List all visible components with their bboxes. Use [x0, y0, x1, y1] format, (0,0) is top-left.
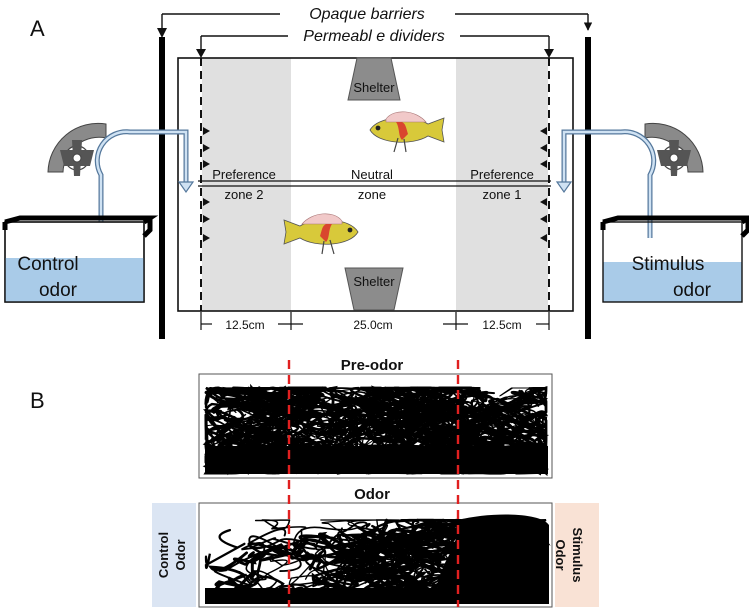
preference-zone-2-area: [202, 58, 291, 311]
dimension-middle: 25.0cm: [353, 318, 392, 332]
zone-1-label-line2: zone 1: [482, 187, 521, 202]
movement-track: [247, 539, 316, 562]
stimulus-odor-water: [603, 262, 742, 302]
panel-a-letter: A: [30, 16, 45, 41]
pre-odor-title: Pre-odor: [341, 357, 404, 374]
pre-odor-dense-band: [205, 446, 548, 474]
movement-track: [320, 519, 400, 538]
zone-2-label-line1: Preference: [212, 167, 276, 182]
inflow-arrows-right: [540, 127, 547, 242]
inflow-arrows-left: [203, 127, 210, 242]
movement-track: [204, 383, 286, 415]
movement-track: [333, 539, 378, 566]
opaque-barriers-bracket: [161, 13, 593, 31]
control-odor-tank-outline: [4, 221, 145, 303]
movement-track: [383, 400, 456, 430]
control-odor-water: [5, 258, 144, 302]
opaque-left-arrowhead: [157, 28, 167, 38]
movement-track: [264, 386, 327, 427]
movement-track: [288, 558, 357, 586]
stimulus-tank-label-line1: Stimulus: [632, 254, 705, 275]
movement-track: [426, 390, 526, 439]
zone-2-label-line2: zone 2: [224, 187, 263, 202]
control-odor-label-box: [152, 503, 196, 607]
movement-track: [387, 522, 447, 563]
odor-dense-region: [436, 514, 549, 604]
movement-track: [438, 394, 541, 424]
movement-track: [213, 528, 287, 588]
movement-track: [365, 519, 420, 549]
movement-track: [472, 401, 548, 435]
shelter-bottom: [344, 267, 404, 311]
movement-track: [465, 392, 550, 450]
stimulus-odor-tank-outline: [602, 221, 743, 303]
odor-dense-band: [205, 588, 548, 604]
odor-title: Odor: [354, 486, 390, 503]
permeable-dividers-label: Permeabl e dividers: [303, 28, 444, 45]
odor-tracks: [204, 514, 551, 604]
pre-odor-tracks: [202, 383, 550, 477]
shelter-bottom-label: Shelter: [353, 274, 395, 289]
right-tubing: [561, 129, 657, 238]
movement-track: [226, 391, 307, 431]
permeable-right-arrowhead: [544, 49, 554, 58]
movement-track: [332, 391, 417, 425]
panel-b-letter: B: [30, 388, 45, 413]
movement-track: [204, 385, 290, 409]
opaque-barrier-right: [585, 37, 591, 339]
opaque-barriers-label: Opaque barriers: [309, 6, 425, 23]
movement-track: [204, 528, 246, 569]
dimension-right: 12.5cm: [482, 318, 521, 332]
dimension-bracket: [200, 312, 550, 330]
movement-track: [249, 537, 318, 550]
zone-1-label-line1: Preference: [470, 167, 534, 182]
fish-top-icon: [369, 111, 445, 153]
shelter-top: [347, 57, 401, 101]
neutral-zone-label-line2: zone: [358, 187, 386, 202]
stimulus-odor-label-line2: Odor: [553, 539, 568, 570]
stimulus-tank-label-line2: odor: [673, 280, 712, 301]
shelter-top-label: Shelter: [353, 80, 395, 95]
control-tank-label-line2: odor: [39, 280, 78, 301]
left-tubing-arrow: [177, 181, 195, 194]
fish-bottom-icon: [283, 213, 359, 255]
movement-track: [245, 543, 349, 583]
right-pump-icon: [644, 122, 704, 176]
stimulus-odor-label-box: [555, 503, 599, 607]
control-tank-label-line1: Control: [17, 254, 78, 275]
movement-track: [373, 386, 485, 411]
left-pump-icon: [47, 122, 107, 176]
stimulus-odor-label-line1: Stimulus: [570, 528, 585, 583]
stimulus-tank-rim: [600, 215, 749, 238]
control-odor-label-line1: Control: [156, 532, 171, 578]
control-odor-label-line2: Odor: [173, 539, 188, 570]
opaque-barrier-left: [159, 37, 165, 339]
movement-track: [376, 386, 488, 408]
movement-track: [254, 519, 445, 550]
permeable-left-arrowhead: [196, 49, 206, 58]
neutral-zone-label-line1: Neutral: [351, 167, 393, 182]
control-tank-rim: [2, 215, 159, 238]
movement-track: [499, 386, 547, 412]
preference-zone-1-area: [456, 58, 548, 311]
movement-track: [301, 419, 352, 452]
right-tubing-arrow: [555, 181, 573, 194]
dimension-left: 12.5cm: [225, 318, 264, 332]
left-tubing: [94, 129, 189, 238]
